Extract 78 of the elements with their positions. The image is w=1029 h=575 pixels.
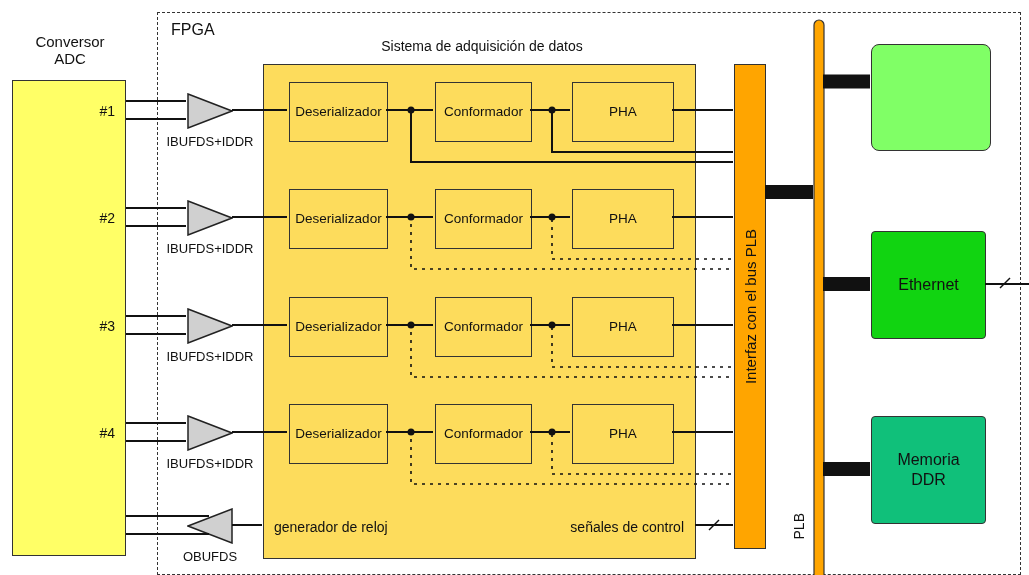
block-label: Deserializador (294, 210, 383, 228)
process-box (289, 404, 388, 464)
block-label: Conformador (443, 103, 524, 121)
processor-box (871, 44, 991, 151)
signal-line (231, 524, 263, 526)
bus-interface-bar (734, 64, 766, 549)
channel-label: #3 (98, 318, 115, 335)
process-box (435, 404, 532, 464)
signal-label: señales de control (569, 519, 684, 536)
block-label: PHA (608, 425, 638, 443)
signal-line (125, 100, 187, 102)
block-label: PHA (608, 318, 638, 336)
signal-line (984, 283, 1029, 285)
buffer-triangle (187, 415, 233, 451)
process-box (572, 404, 674, 464)
bus-connection (823, 74, 870, 89)
signal-line (231, 109, 288, 111)
block-label: Memoria DDR (896, 450, 961, 490)
signal-line (231, 216, 288, 218)
buffer-label: OBUFDS (181, 548, 239, 565)
signal-line (231, 431, 288, 433)
signal-line (231, 324, 288, 326)
block-title: Conversor ADC (34, 33, 106, 67)
process-box (435, 297, 532, 357)
peripheral-box (871, 231, 986, 339)
signal-line (125, 533, 210, 535)
signal-line (125, 515, 210, 517)
process-box (572, 82, 674, 142)
buffer-triangle (187, 308, 233, 344)
block-label: Ethernet (897, 275, 960, 295)
block-label: Conformador (443, 425, 524, 443)
signal-label: generador de reloj (274, 519, 389, 536)
fpga-region (157, 12, 1021, 575)
signal-line (671, 431, 734, 433)
bus-connection (765, 185, 813, 199)
block-label: Deserializador (294, 425, 383, 443)
process-box (572, 189, 674, 249)
channel-label: #1 (98, 103, 115, 120)
buffer-label: IBUFDS+IDDR (165, 133, 255, 150)
block-title: FPGA (171, 21, 216, 38)
bus-connection (823, 462, 870, 476)
process-box (289, 189, 388, 249)
signal-line (671, 109, 734, 111)
channel-label: #2 (98, 210, 115, 227)
signal-line (125, 315, 187, 317)
bus-connection (823, 277, 870, 291)
buffer-triangle (187, 93, 233, 129)
block-label: Deserializador (294, 318, 383, 336)
signal-line (125, 422, 187, 424)
peripheral-box (871, 416, 986, 524)
signal-line (125, 118, 187, 120)
process-box (572, 297, 674, 357)
bus-label: PLB (791, 513, 808, 540)
block-label: Conformador (443, 318, 524, 336)
process-box (435, 82, 532, 142)
process-box (289, 82, 388, 142)
plb-bus-bar (813, 19, 825, 575)
block-label: Deserializador (294, 103, 383, 121)
buffer-triangle (187, 200, 233, 236)
buffer-label: IBUFDS+IDDR (165, 240, 255, 257)
signal-line (125, 207, 187, 209)
block-label: PHA (608, 210, 638, 228)
signal-line (671, 324, 734, 326)
block-title: Sistema de adquisición de datos (380, 38, 584, 55)
process-box (289, 297, 388, 357)
signal-line (125, 225, 187, 227)
channel-label: #4 (98, 425, 115, 442)
block-label: PHA (608, 103, 638, 121)
signal-line (671, 216, 734, 218)
process-box (435, 189, 532, 249)
block-label: Conformador (443, 210, 524, 228)
buffer-triangle (187, 508, 233, 544)
block-label: Interfaz con el bus PLB (741, 228, 759, 385)
signal-line (125, 440, 187, 442)
signal-line (694, 524, 734, 526)
buffer-label: IBUFDS+IDDR (165, 348, 255, 365)
buffer-label: IBUFDS+IDDR (165, 455, 255, 472)
signal-line (125, 333, 187, 335)
